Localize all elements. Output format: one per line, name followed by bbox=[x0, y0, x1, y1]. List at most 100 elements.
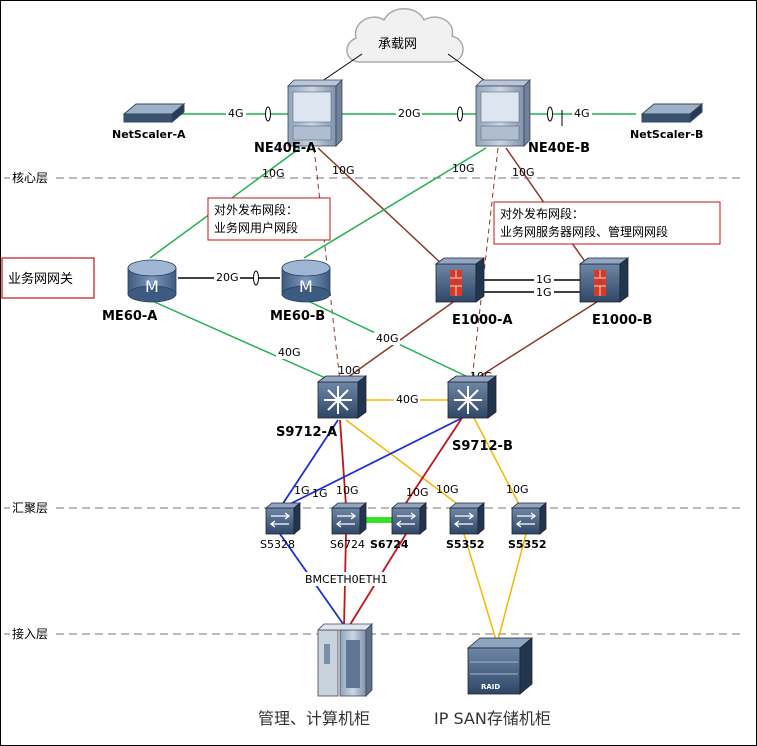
me60-b-label: ME60-B bbox=[270, 309, 325, 324]
link-s9712-a-s6724-1 bbox=[339, 419, 347, 507]
core-label-bg bbox=[10, 170, 56, 186]
label-ne-a-e1000: 10G bbox=[332, 164, 355, 177]
label-s9712-s9712: 40G bbox=[396, 393, 419, 406]
label-access-ports: BMCETH0ETH1 bbox=[305, 573, 388, 586]
e1000-a-label: E1000-A bbox=[452, 313, 513, 328]
e1000-b-icon bbox=[578, 257, 630, 303]
s5328-icon bbox=[264, 502, 302, 535]
s5352-1-icon bbox=[448, 502, 486, 535]
s5352-1-label: S5352 bbox=[446, 538, 485, 551]
link-s9712-b-s6724-2 bbox=[403, 417, 463, 507]
note-left: 对外发布网段： 业务网用户网段 bbox=[207, 197, 331, 241]
label-bg bbox=[534, 273, 554, 285]
link-ne40e-a-e1000-a bbox=[317, 147, 445, 267]
me60-a-letter: M bbox=[145, 277, 159, 296]
link-s5352-2-san bbox=[497, 533, 527, 641]
label-bg bbox=[226, 107, 246, 120]
port-markers bbox=[253, 106, 553, 286]
s6724-2-icon bbox=[390, 502, 428, 535]
label-agg-5: 10G bbox=[436, 483, 459, 496]
s5352-2-icon bbox=[510, 502, 548, 535]
me60-b-icon: M bbox=[281, 259, 331, 303]
label-agg-4: 10G bbox=[406, 486, 429, 499]
gateway-layer-label: 业务网网关 bbox=[8, 271, 73, 287]
note-right-body: 业务网服务器网段、管理网网段 bbox=[500, 224, 668, 239]
note-right: 对外发布网段： 业务网服务器网段、管理网网段 bbox=[493, 201, 721, 245]
server-rack-icon bbox=[317, 623, 373, 697]
s9712-a-label: S9712-A bbox=[276, 425, 337, 440]
netscaler-a-icon bbox=[122, 102, 186, 124]
me60-a-icon: M bbox=[127, 259, 177, 303]
s5328-label: S5328 bbox=[260, 538, 295, 551]
cloud-icon bbox=[346, 8, 464, 63]
label-ne-b-e1000: 10G bbox=[512, 166, 535, 179]
label-e-e-2: 1G bbox=[536, 286, 552, 299]
label-agg-2: 1G bbox=[312, 487, 328, 500]
ne40e-b-icon bbox=[475, 79, 531, 147]
label-bg bbox=[572, 107, 592, 120]
link-s9712-a-s5328 bbox=[279, 419, 339, 509]
label-bg bbox=[394, 393, 420, 406]
label-ne-ne: 20G bbox=[398, 107, 421, 120]
label-agg-3: 10G bbox=[336, 484, 359, 497]
link-s5352-1-san bbox=[463, 533, 497, 641]
label-me-a-s9712: 40G bbox=[278, 346, 301, 359]
gateway-layer-box bbox=[1, 257, 95, 299]
s9712-b-icon bbox=[446, 375, 498, 419]
core-layer-label: 核心层 bbox=[12, 171, 48, 185]
port-marker bbox=[253, 270, 259, 286]
netscaler-b-icon bbox=[640, 102, 704, 124]
label-me-b-s9712: 40G bbox=[376, 332, 399, 345]
s6724-1-label: S6724 bbox=[330, 538, 365, 551]
port-marker bbox=[547, 106, 553, 122]
label-bg bbox=[374, 332, 400, 345]
e1000-a-icon bbox=[434, 257, 486, 303]
link-e1000-b-s9712 bbox=[473, 299, 601, 381]
san-storage-icon: RAID bbox=[466, 637, 534, 695]
s9712-b-label: S9712-B bbox=[452, 439, 513, 454]
label-bg bbox=[214, 271, 240, 284]
note-left-title: 对外发布网段： bbox=[214, 202, 298, 217]
san-rack-label: IP SAN存储机柜 bbox=[434, 709, 551, 728]
s9712-a-icon bbox=[316, 375, 368, 419]
link-me60-a-s9712 bbox=[149, 299, 331, 381]
label-bg bbox=[534, 286, 554, 298]
s5352-2-label: S5352 bbox=[508, 538, 547, 551]
label-ns-a: 4G bbox=[228, 107, 244, 120]
label-agg-6: 10G bbox=[506, 483, 529, 496]
link-s9712-b-s5352-2 bbox=[473, 417, 521, 507]
link-s9712-a-s5352-1 bbox=[345, 419, 461, 507]
mgmt-rack-label: 管理、计算机柜 bbox=[258, 709, 370, 728]
label-ne-a-me-a: 10G bbox=[262, 167, 285, 180]
link-labels: 4G 4G 20G 10G 10G 10G 10G 20G 1G 1G 40G … bbox=[214, 107, 592, 586]
link-ne40e-b-me60-b bbox=[303, 147, 487, 259]
ne40e-a-icon bbox=[287, 79, 343, 147]
links bbox=[149, 53, 636, 641]
label-bg bbox=[304, 572, 390, 586]
aggregation-layer-label: 汇聚层 bbox=[12, 501, 48, 515]
aggregation-label-bg bbox=[10, 500, 56, 516]
note-left-body: 业务网用户网段 bbox=[214, 220, 298, 235]
access-layer-label: 接入层 bbox=[12, 626, 48, 641]
access-label-bg bbox=[10, 626, 56, 642]
s6724-1-icon bbox=[330, 502, 368, 535]
netscaler-b-label: NetScaler-B bbox=[630, 128, 703, 141]
netscaler-a-label: NetScaler-A bbox=[112, 128, 186, 141]
label-me-me: 20G bbox=[216, 271, 239, 284]
note-right-title: 对外发布网段： bbox=[500, 206, 584, 221]
raid-label: RAID bbox=[481, 683, 500, 691]
link-s9712-b-s5328 bbox=[281, 415, 467, 509]
port-marker bbox=[457, 106, 463, 122]
label-s9712-a-up: 10G bbox=[338, 364, 361, 377]
label-agg-1: 1G bbox=[294, 484, 310, 497]
label-ns-b: 4G bbox=[574, 107, 590, 120]
s6724-2-label: S6724 bbox=[370, 538, 409, 551]
label-e-e-1: 1G bbox=[536, 273, 552, 286]
label-bg bbox=[396, 107, 422, 120]
me60-b-letter: M bbox=[299, 277, 313, 296]
ne40e-a-label: NE40E-A bbox=[254, 141, 316, 156]
me60-a-label: ME60-A bbox=[102, 309, 157, 324]
label-bg bbox=[276, 346, 302, 359]
cloud-label: 承载网 bbox=[378, 37, 417, 52]
